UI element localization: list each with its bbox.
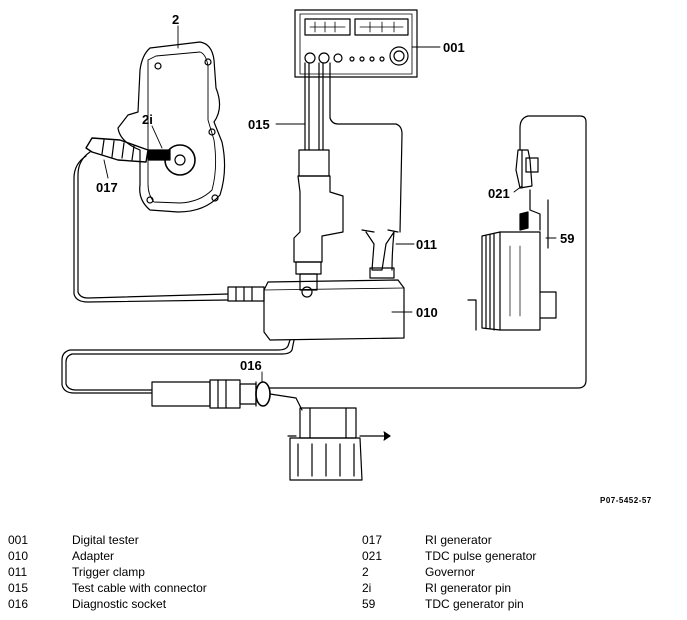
legend-code: 015 [8, 581, 29, 595]
ri-generator-cable [77, 151, 229, 299]
callout-017: 017 [96, 180, 118, 195]
tdc-pulse-generator-021 [515, 149, 549, 249]
legend-label: RI generator pin [425, 581, 512, 595]
legend-label: RI generator [425, 533, 492, 547]
governor [85, 41, 226, 213]
callout-016: 016 [240, 358, 262, 373]
figure-reference: P07-5452-57 [600, 496, 652, 505]
engine-pulley [467, 231, 557, 331]
legend-code: 59 [362, 597, 376, 611]
test-setup-diagram: 2 001 2i 015 017 021 59 011 010 016 [61, 9, 587, 481]
test-cable-015 [293, 62, 344, 291]
adapter-to-diagnostic-cable [61, 339, 295, 409]
callout-021: 021 [488, 186, 510, 201]
ri-generator-cable-outer [73, 155, 229, 303]
legend-label: Trigger clamp [72, 565, 145, 579]
legend-code: 010 [8, 549, 29, 563]
legend-label: Test cable with connector [72, 581, 207, 595]
legend-code: 2 [362, 565, 369, 579]
legend-label: Digital tester [72, 533, 139, 547]
legend-label: Governor [425, 565, 476, 579]
legend-label: Adapter [72, 549, 115, 563]
legend-label: TDC generator pin [425, 597, 524, 611]
legend-code: 011 [8, 565, 28, 579]
legend-code: 016 [8, 597, 29, 611]
callout-2i: 2i [142, 112, 153, 127]
callout-010: 010 [416, 305, 438, 320]
callout-59: 59 [560, 231, 574, 246]
leader-lines [103, 25, 557, 383]
callout-001: 001 [443, 40, 465, 55]
legend-code: 021 [362, 549, 383, 563]
legend-label: Diagnostic socket [72, 597, 167, 611]
digital-tester [294, 9, 418, 78]
legend-code: 2i [362, 581, 372, 595]
callout-011: 011 [416, 237, 437, 252]
diagnostic-socket-016 [255, 381, 391, 481]
trigger-clamp-011 [329, 62, 403, 279]
legend-code: 017 [362, 533, 383, 547]
callout-015: 015 [248, 117, 270, 132]
tdc-cable [269, 115, 587, 389]
legend-code: 001 [8, 533, 29, 547]
legend-label: TDC pulse generator [425, 549, 537, 563]
adapter-010 [227, 279, 405, 341]
callout-2: 2 [172, 12, 179, 27]
